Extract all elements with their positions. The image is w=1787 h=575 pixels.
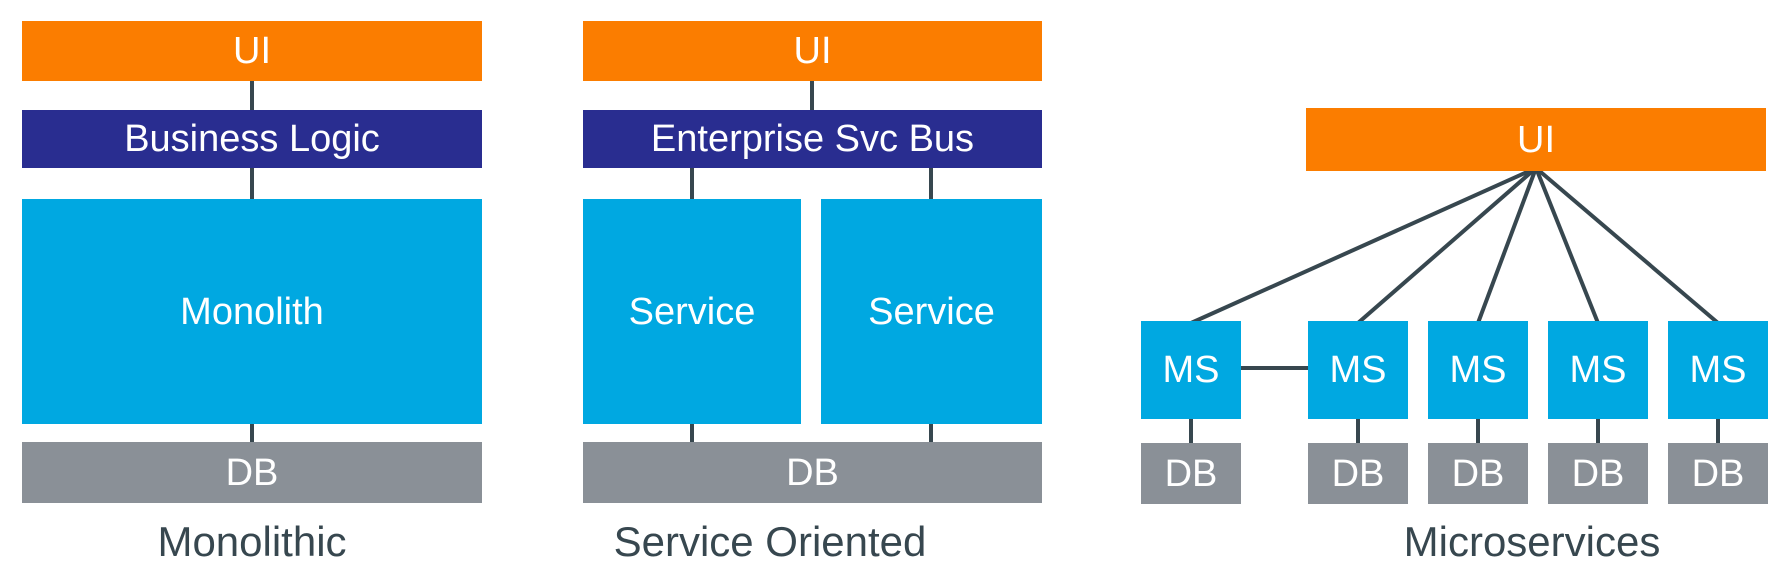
soa-db-box: DB <box>583 442 1042 503</box>
soa-service1-box: Service <box>583 199 801 424</box>
micro-ui-box: UI <box>1306 108 1766 171</box>
microservices-column-label: Microservices <box>1403 518 1661 565</box>
micro-db4-box: DB <box>1548 443 1648 504</box>
mono-business-logic-box: Business Logic <box>22 110 482 168</box>
mono-monolith-box: Monolith <box>22 199 482 424</box>
micro-db2-box: DB <box>1308 443 1408 504</box>
mono-db-box: DB <box>22 442 482 503</box>
micro-db3-box: DB <box>1428 443 1528 504</box>
micro-ui-to-ms3-connector <box>1476 167 1538 324</box>
micro-ui-to-ms4-connector <box>1534 167 1600 324</box>
micro-ms5-box: MS <box>1668 321 1768 419</box>
soa-service2-box: Service <box>821 199 1042 424</box>
micro-ms3-box: MS <box>1428 321 1528 419</box>
micro-ui-to-ms2-connector <box>1356 166 1538 325</box>
monolithic-column-label: Monolithic <box>157 518 347 565</box>
micro-ms1-box: MS <box>1141 321 1241 419</box>
micro-ms4-box: MS <box>1548 321 1648 419</box>
micro-ui-to-ms1-connector <box>1190 166 1537 325</box>
mono-ui-box: UI <box>22 21 482 81</box>
service-oriented-column-label: Service Oriented <box>613 518 927 565</box>
micro-db5-box: DB <box>1668 443 1768 504</box>
micro-ui-to-ms5-connector <box>1534 166 1720 325</box>
soa-esb-box: Enterprise Svc Bus <box>583 110 1042 168</box>
micro-ms2-box: MS <box>1308 321 1408 419</box>
micro-db1-box: DB <box>1141 443 1241 504</box>
soa-ui-box: UI <box>583 21 1042 81</box>
